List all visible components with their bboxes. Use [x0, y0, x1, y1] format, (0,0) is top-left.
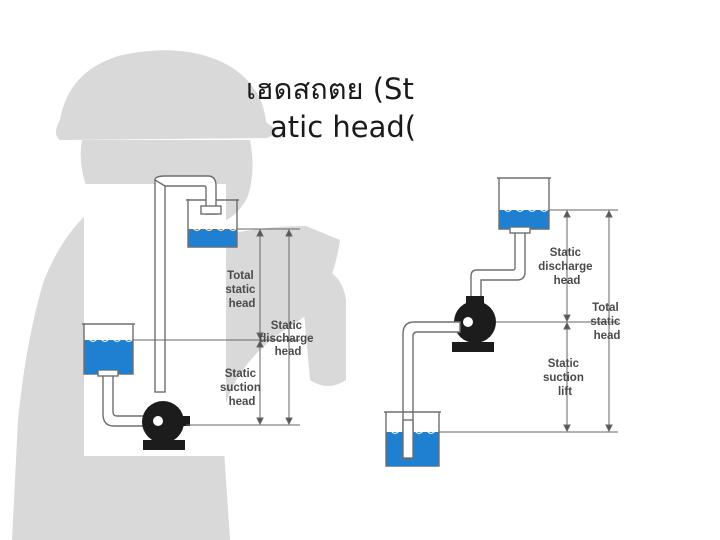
- right-static-discharge-head-label: Static discharge head: [538, 247, 596, 287]
- left-static-suction-head-label: Static suction head: [220, 368, 264, 408]
- left-pump-system: Total static head Static discharge head …: [82, 175, 317, 450]
- right-discharge-pipe: [470, 226, 531, 305]
- left-pump: [142, 401, 190, 450]
- slide-title-line-2: atic head(: [270, 110, 417, 144]
- slide-title: เฮดสถตย (St atic head(: [246, 70, 476, 146]
- right-pump: [452, 296, 496, 352]
- left-total-static-head-label: Total static head: [225, 270, 258, 310]
- left-dimension-lines: [133, 228, 300, 426]
- slide-title-line-1: เฮดสถตย (St: [246, 72, 414, 106]
- discharge-pipe: [154, 175, 222, 393]
- lower-tank: [82, 323, 135, 375]
- left-static-discharge-head-label: Static discharge head: [259, 320, 317, 358]
- right-total-static-head-label: Total static head: [590, 302, 623, 342]
- right-pump-system: Static discharge head Total static head …: [384, 177, 623, 467]
- right-lower-tank: [384, 411, 441, 467]
- right-upper-tank: [497, 177, 551, 230]
- right-static-suction-lift-label: Static suction lift: [543, 358, 587, 398]
- right-dimension-lines: [439, 209, 618, 433]
